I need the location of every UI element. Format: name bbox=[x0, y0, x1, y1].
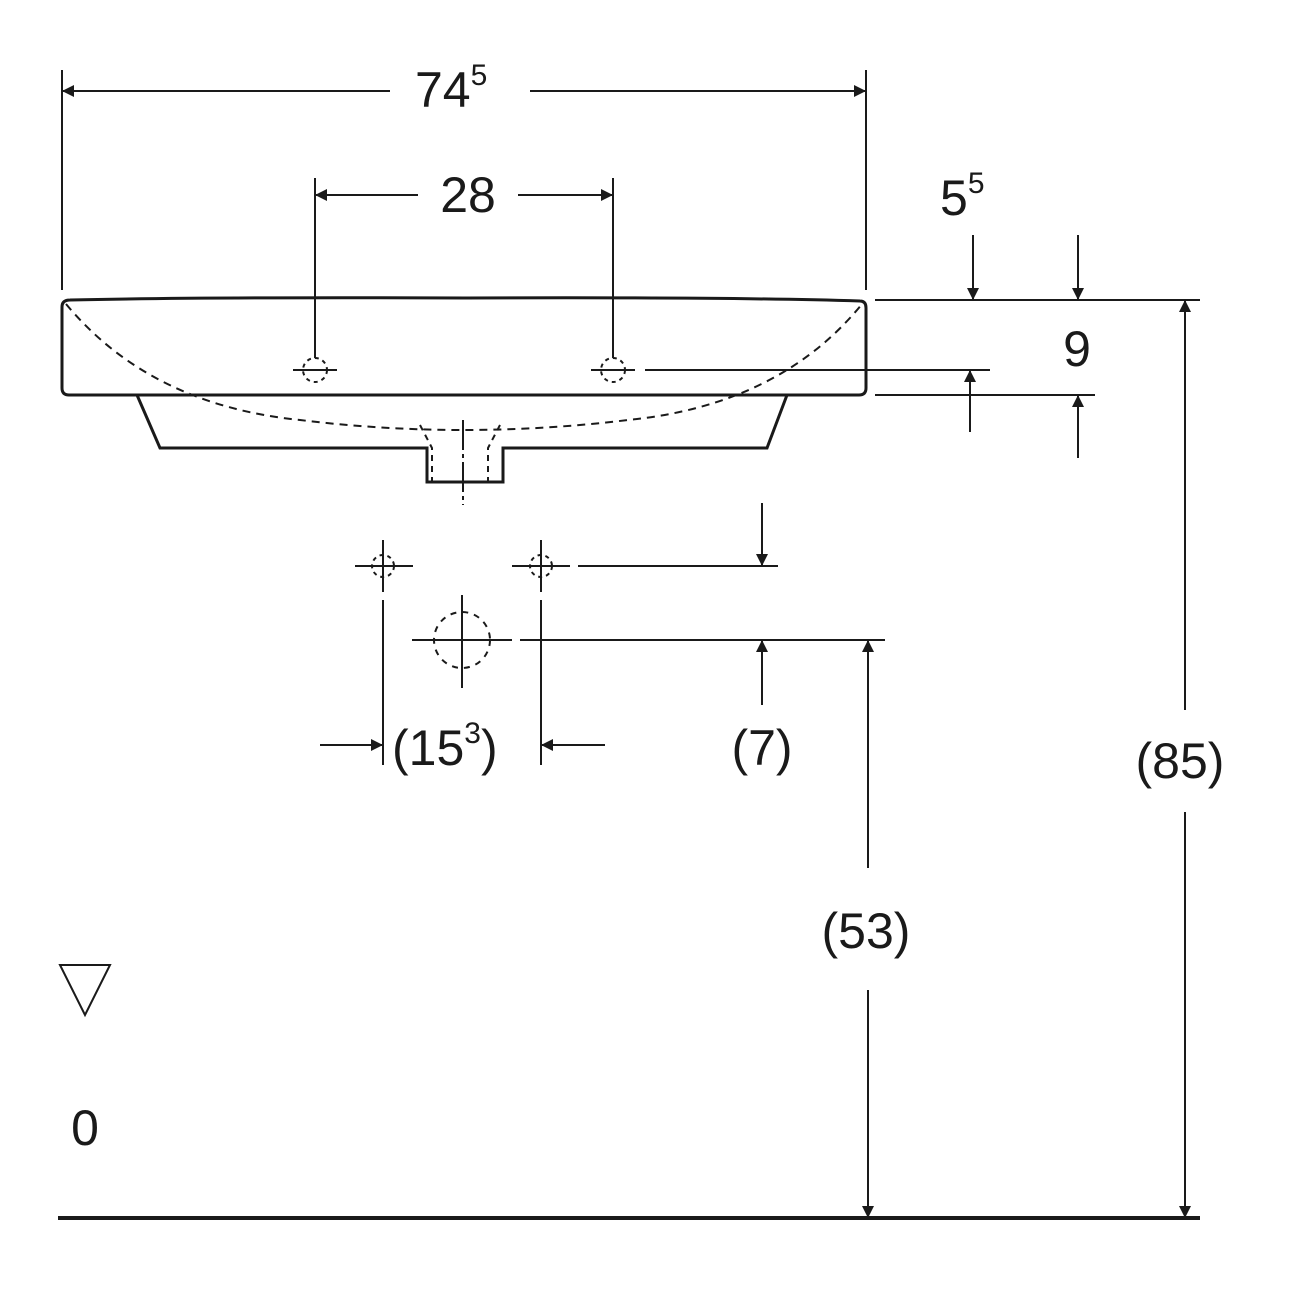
bowl-hidden-line bbox=[65, 303, 863, 431]
supply-spacing-label: (153) bbox=[392, 717, 498, 776]
drain-point bbox=[412, 595, 512, 688]
overall-width-label: 745 bbox=[415, 59, 487, 118]
floor-level-label: 0 bbox=[71, 1100, 99, 1156]
supply-point-left bbox=[355, 540, 413, 592]
drain-hidden-line bbox=[419, 424, 501, 482]
rim-floor-height-label: (85) bbox=[1136, 733, 1225, 789]
supply-offset-label: (7) bbox=[731, 720, 792, 776]
tap-hole-left bbox=[293, 357, 337, 383]
overall-width-dimension bbox=[61, 70, 867, 290]
supply-point-right bbox=[512, 540, 570, 592]
tap-spacing-label: 28 bbox=[440, 167, 496, 223]
basin-outline bbox=[60, 296, 868, 484]
tap-offset-label: 55 bbox=[940, 167, 985, 226]
tap-offset-arrows bbox=[967, 235, 1084, 300]
rim-height-label: 9 bbox=[1063, 321, 1091, 377]
tap-hole-right bbox=[591, 357, 635, 383]
rim-height-arrows bbox=[964, 370, 1084, 458]
tap-spacing-dimension bbox=[314, 178, 614, 358]
floor-level-triangle-icon bbox=[58, 964, 112, 1018]
drain-height-label: (53) bbox=[822, 903, 911, 959]
